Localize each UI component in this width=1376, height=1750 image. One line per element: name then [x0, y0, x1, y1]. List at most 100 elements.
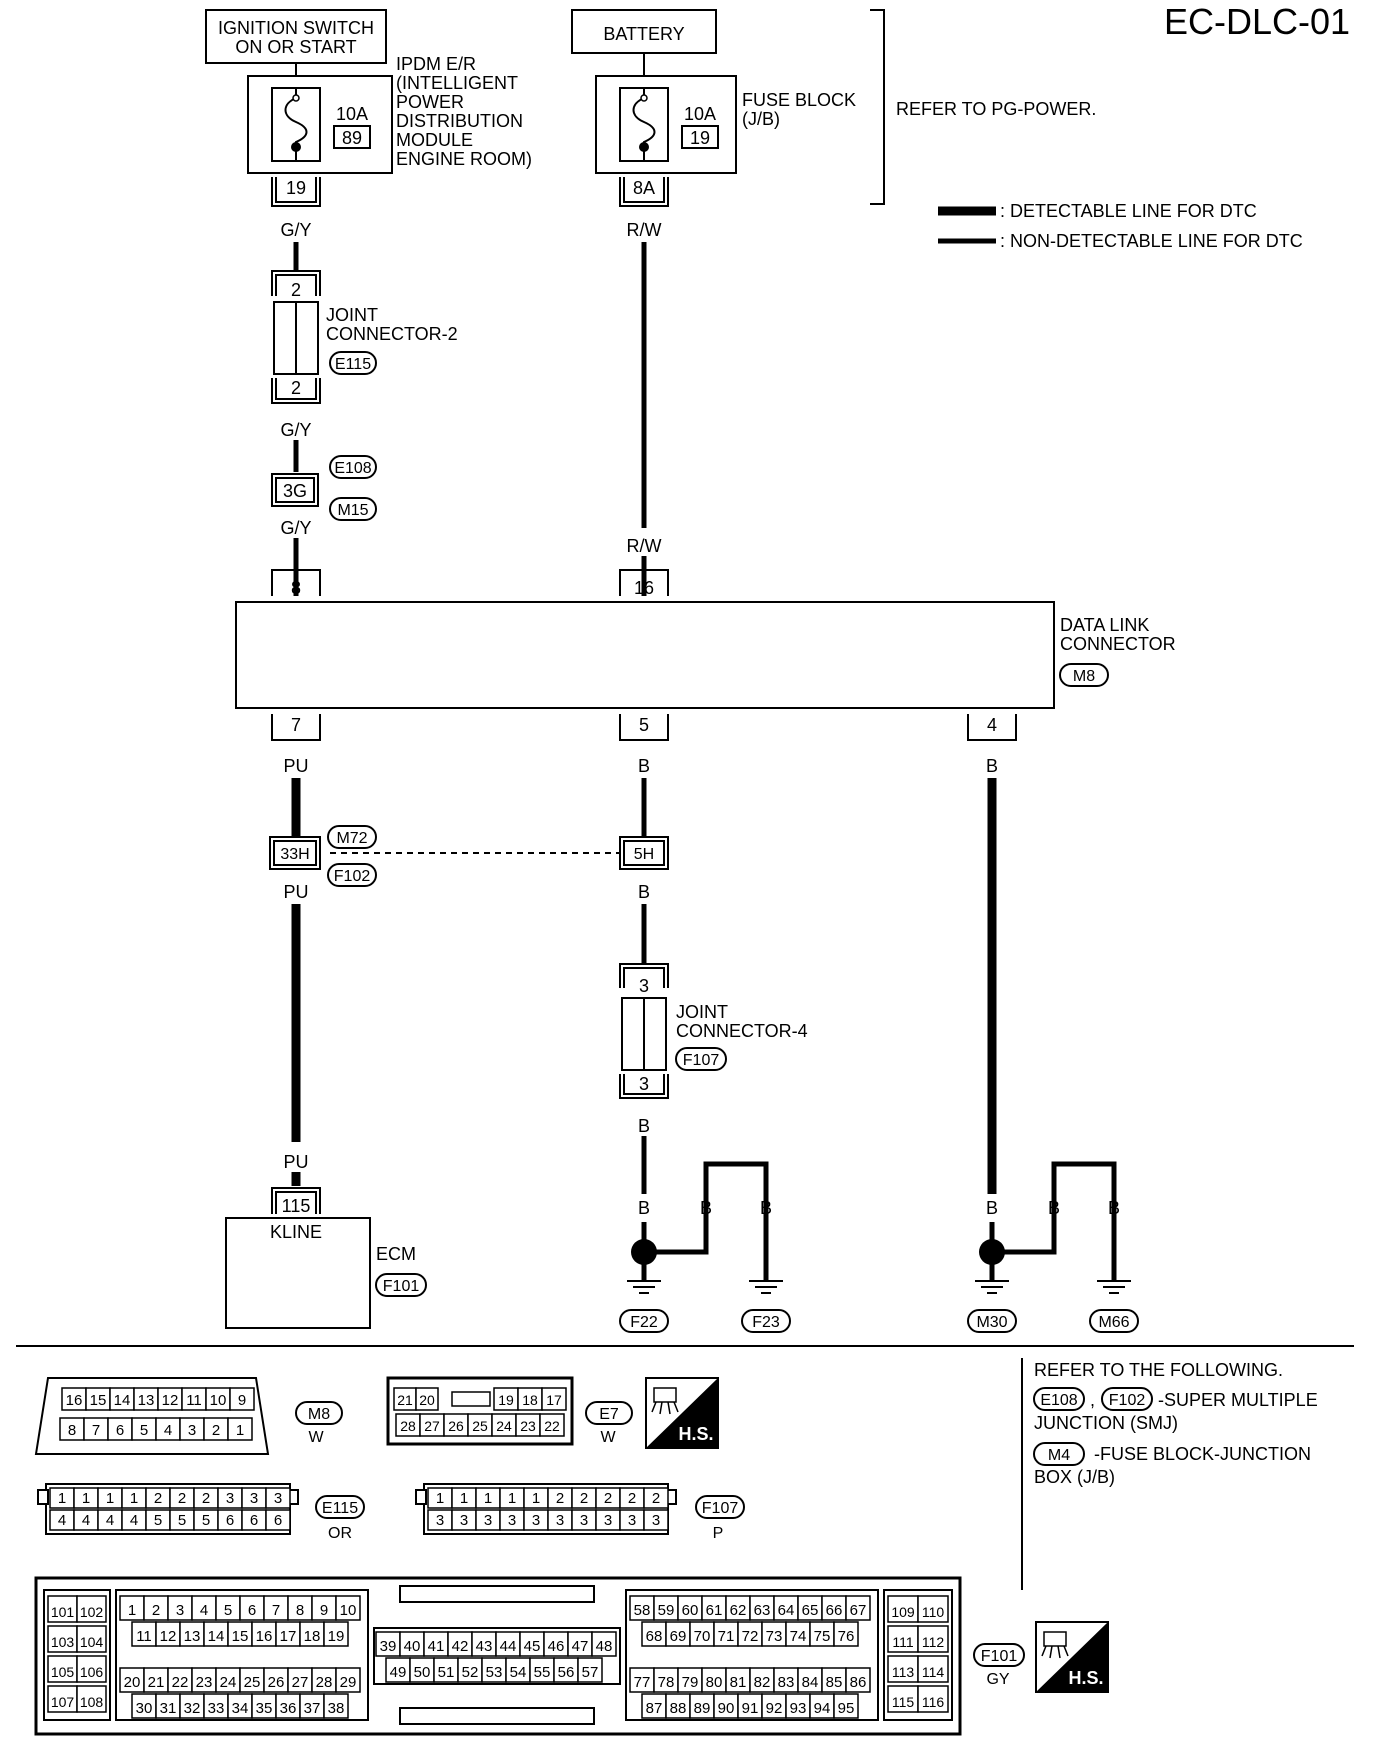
f101-pin: 115	[892, 1694, 915, 1710]
e115-pin: 2	[154, 1490, 162, 1507]
f101-pin: 65	[802, 1602, 819, 1619]
refer-jb: M4	[1048, 1447, 1070, 1464]
f101-pin: 47	[572, 1638, 589, 1655]
f101-pin: 105	[51, 1664, 75, 1680]
refer-power-text: REFER TO PG-POWER.	[896, 99, 1096, 119]
jb-fuse-number: 19	[690, 128, 710, 148]
f101-cavity	[689, 1693, 715, 1719]
f101-cavity	[76, 1655, 107, 1683]
f101-cavity	[287, 1595, 313, 1621]
f101-cavity	[215, 1595, 241, 1621]
f101-pin: 44	[500, 1638, 517, 1655]
f107-pin: 2	[652, 1490, 660, 1507]
f101-pin: 55	[534, 1664, 551, 1681]
m8-connector-id: M8	[308, 1406, 330, 1423]
e7-pin: 24	[496, 1418, 512, 1434]
f101-pin: 12	[160, 1628, 177, 1645]
e115-pin: 3	[250, 1490, 258, 1507]
f101-pin: 76	[838, 1628, 855, 1645]
f101-cavity	[917, 1685, 949, 1713]
e115-cavity	[265, 1509, 291, 1531]
e115-pin: 4	[106, 1512, 114, 1529]
f101-cavity	[917, 1595, 949, 1623]
wire-color-pu-2: PU	[283, 882, 308, 902]
joint2-pin-bottom: 2	[291, 378, 301, 398]
f101-cavity	[773, 1667, 799, 1693]
f101-cavity	[155, 1693, 181, 1719]
ecm-connector-id: F101	[383, 1278, 420, 1295]
wire-color-b4-1: B	[986, 756, 998, 776]
ipdm-terminal: 19	[286, 178, 306, 198]
page-code: EC-DLC-01	[1164, 1, 1350, 42]
hs-badge-2-text: H.S.	[1068, 1668, 1103, 1688]
m8-pin: 7	[92, 1422, 100, 1439]
e7-pin: 19	[498, 1392, 514, 1408]
f101-cavity	[335, 1595, 361, 1621]
wire-color-rw-1: R/W	[627, 220, 662, 240]
e115-pin: 1	[58, 1490, 66, 1507]
f101-pin: 21	[148, 1674, 165, 1691]
f101-pin: 13	[184, 1628, 201, 1645]
f101-pin: 87	[646, 1700, 663, 1717]
wire-color-g2-a: B	[986, 1198, 998, 1218]
f107-pin: 2	[628, 1490, 636, 1507]
data-link-connector	[235, 601, 1055, 709]
f107-pin: 1	[532, 1490, 540, 1507]
f101-pin: 27	[292, 1674, 309, 1691]
f101-cavity	[76, 1685, 107, 1713]
f101-cavity	[887, 1595, 919, 1623]
smj-lower-connector-b: F102	[334, 868, 371, 885]
m8-pin: 10	[210, 1392, 227, 1409]
m8-cavity	[229, 1387, 255, 1411]
f101-pin: 24	[220, 1674, 237, 1691]
f107-pin: 3	[556, 1512, 564, 1529]
m8-pin: 4	[164, 1422, 172, 1439]
f107-wire-color: P	[713, 1525, 724, 1542]
harness-icon-2	[1041, 1631, 1069, 1659]
f101-pin: 114	[922, 1664, 945, 1680]
f101-cavity	[797, 1595, 823, 1621]
f101-pin: 43	[476, 1638, 493, 1655]
f101-cavity	[143, 1667, 169, 1693]
jb-fuse-amp: 10A	[684, 104, 716, 124]
f101-cavity	[385, 1657, 411, 1683]
f101-pin: 18	[304, 1628, 321, 1645]
f101-cavity	[299, 1621, 325, 1647]
m8-pin: 1	[236, 1422, 244, 1439]
svg-text:,: ,	[1090, 1390, 1095, 1410]
ground-connector-id: F22	[630, 1314, 658, 1331]
f101-pin: 5	[224, 1602, 232, 1619]
e7-pin: 17	[546, 1392, 562, 1408]
f101-pin: 8	[296, 1602, 304, 1619]
f101-pin: 23	[196, 1674, 213, 1691]
wire-color-b5-2: B	[638, 882, 650, 902]
f107-pin: 3	[628, 1512, 636, 1529]
f101-pin: 3	[176, 1602, 184, 1619]
f101-pin: 110	[922, 1604, 945, 1620]
ipdm-fuse-amp: 10A	[336, 104, 368, 124]
wire-color-g1-b: B	[700, 1198, 712, 1218]
ecm-label: ECM	[376, 1244, 416, 1264]
f101-pin: 28	[316, 1674, 333, 1691]
f101-cavity	[797, 1667, 823, 1693]
battery-box	[571, 9, 717, 54]
f101-cavity	[409, 1657, 435, 1683]
legend-non-detectable-text: : NON-DETECTABLE LINE FOR DTC	[1000, 231, 1303, 251]
f101-pin: 94	[814, 1700, 831, 1717]
f101-cavity	[275, 1693, 301, 1719]
f101-pin: 50	[414, 1664, 431, 1681]
f101-pin: 58	[634, 1602, 651, 1619]
f101-pin: 69	[670, 1628, 687, 1645]
smj-upper-terminal: 3G	[283, 481, 307, 501]
f101-cavity	[191, 1667, 217, 1693]
f101-pin: 31	[160, 1700, 177, 1717]
f101-pin: 10	[340, 1602, 357, 1619]
f101-cavity	[275, 1621, 301, 1647]
f101-pin: 25	[244, 1674, 261, 1691]
f101-pin: 103	[51, 1634, 75, 1650]
e115-pin: 5	[178, 1512, 186, 1529]
fuse-block-label: FUSE BLOCK(J/B)	[742, 90, 856, 129]
